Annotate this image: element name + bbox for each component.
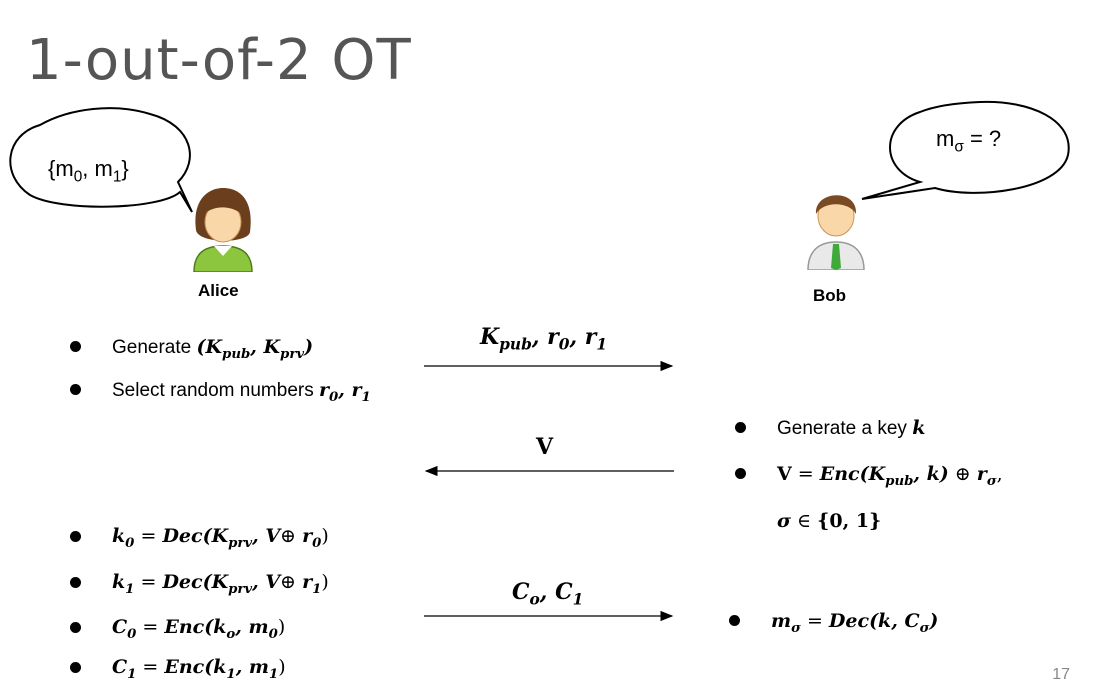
message-1-label: Kpub, r0, r1 (480, 324, 608, 354)
bullet (729, 615, 740, 626)
bullet (70, 622, 81, 633)
bullet (70, 662, 81, 673)
bob-step-v: V = Enc(Kpub, k) ⊕ rσ, (777, 463, 1003, 489)
bob-avatar-icon (807, 195, 865, 270)
alice-step-select-random: Select random numbers r0, r1 (112, 379, 371, 405)
bullet (70, 384, 81, 395)
bob-speech-bubble (861, 100, 1070, 200)
bullet (70, 341, 81, 352)
bob-step-generate-key: Generate a key k (777, 417, 926, 439)
bullet (70, 531, 81, 542)
message-2-label: V (536, 434, 554, 460)
speech-bubbles (9, 100, 1070, 213)
alice-label: Alice (198, 281, 239, 300)
slide-title: 1-out-of-2 OT (26, 28, 412, 93)
alice-bubble-text: {m0, m1} (48, 156, 129, 186)
page-number: 17 (1052, 666, 1070, 683)
alice-step-c0: C0 = Enc(ko, m0) (112, 616, 286, 642)
message-3-label: Co, C1 (512, 579, 584, 609)
alice-step-generate: Generate (Kpub, Kprv) (112, 336, 314, 362)
bob-bubble-text: mσ = ? (936, 126, 1002, 156)
bob-label: Bob (813, 286, 847, 305)
bob-step-sigma: σ ∈ {0, 1} (777, 510, 882, 532)
alice-speech-bubble (9, 107, 193, 213)
alice-step-k1: k1 = Dec(Kprv, V⊕ r1) (112, 571, 329, 597)
bullet (735, 422, 746, 433)
alice-step-k0: k0 = Dec(Kprv, V⊕ r0) (112, 525, 329, 551)
alice-avatar-icon (193, 188, 253, 272)
bullet (70, 577, 81, 588)
bob-final-step: mσ = Dec(k, Cσ) (771, 610, 939, 636)
alice-step-c1: C1 = Enc(k1, m1) (112, 656, 286, 682)
bullet (735, 468, 746, 479)
